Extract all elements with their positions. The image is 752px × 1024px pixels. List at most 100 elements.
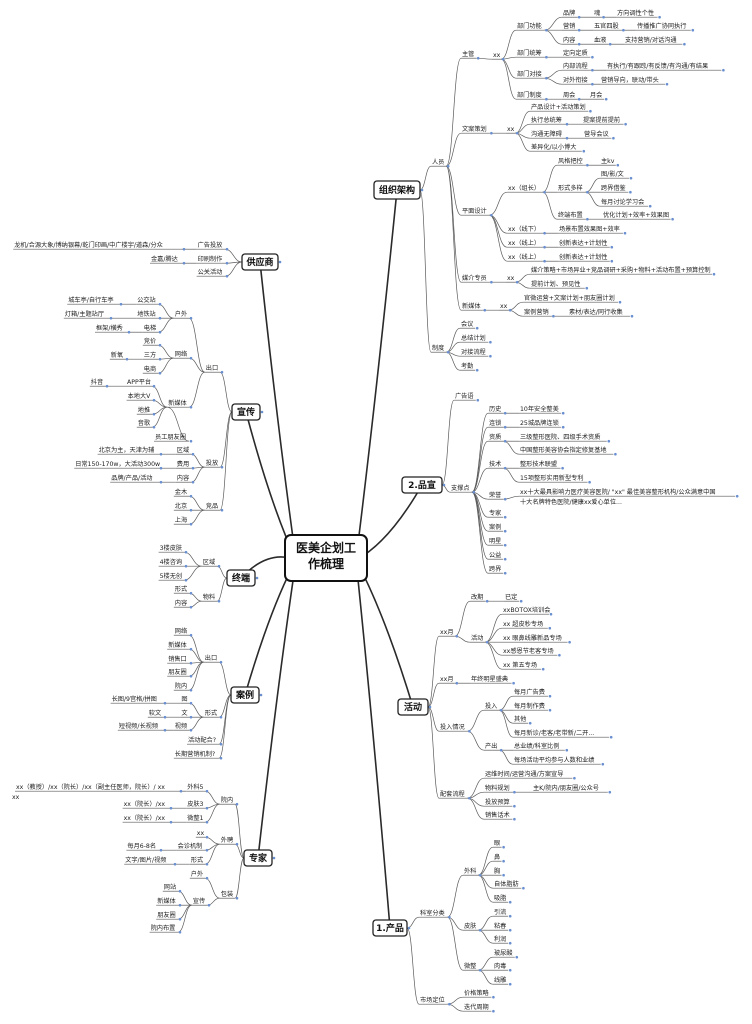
promo-branch-box[interactable] (231, 403, 261, 421)
connector-dot (513, 804, 516, 808)
connector-dot (490, 213, 493, 217)
connector-dot (602, 15, 605, 19)
a-in3-label: 其他 (514, 715, 526, 723)
connector-dot (446, 164, 450, 168)
s-ad-v-label: 龙机/合源大象/博纳银幕/乾门印画/中广楼宇/道森/分众 (14, 241, 163, 249)
e-micro-v-label: xx（院长）/xx (124, 814, 166, 822)
connector-dot (173, 862, 177, 866)
b-tech-label: 技术 (489, 460, 501, 468)
connector-dot (255, 576, 259, 580)
b-cross-label: 跨界 (489, 565, 501, 573)
connector-dot (163, 715, 167, 719)
connector-dot (163, 728, 167, 732)
connector-dot (158, 330, 162, 334)
connector-dot (502, 859, 505, 863)
connector-dot (159, 452, 163, 456)
promo-branch-label: 宣传 (237, 406, 255, 418)
c-e1-label: 网络 (175, 627, 187, 635)
connector-dot (485, 640, 489, 644)
connector-dot (476, 56, 480, 60)
connector-dot (503, 543, 507, 547)
connector-dot (589, 109, 592, 113)
connector-dot (178, 917, 182, 921)
connector-dot (483, 308, 487, 312)
c-act-label: 活动配合? (188, 736, 216, 744)
o-on2-v-label: 创新表达+计划性 (559, 253, 608, 261)
b-honor2-label: 十大名牌特色医院/健康xx爱心单位... (520, 498, 622, 506)
org-branch-box[interactable] (373, 180, 421, 200)
case-branch-box[interactable] (230, 686, 260, 704)
product-branch-label: 1.产品 (376, 922, 404, 934)
connector-dot (508, 900, 512, 904)
o-s2-label: 总结计划 (461, 334, 486, 342)
p-o1-label: 城车亭/自行车亭 (68, 296, 113, 304)
terminal-branch-box[interactable] (226, 569, 256, 587)
connector-dot (476, 398, 480, 402)
connector-dot (499, 708, 503, 712)
connector-dot (152, 425, 156, 429)
connector-dot (219, 715, 223, 719)
b-chain-v-label: 25城品牌连锁 (520, 419, 559, 427)
b-tech2-label: 15项整形实用新型专利 (520, 474, 584, 482)
e-hire-xx-label: xx (197, 830, 205, 837)
product-branch-box[interactable] (372, 919, 408, 937)
o-brand-label: 品牌 (563, 9, 575, 17)
expert-branch-box[interactable] (243, 849, 273, 867)
b-pub-label: 公益 (489, 551, 501, 559)
a-in-label: 投入 (485, 702, 497, 710)
connector-dot (558, 653, 561, 657)
connector-dot (225, 274, 229, 278)
connector-dot (235, 842, 239, 846)
o-lead-label: xx（组长） (508, 184, 540, 192)
connector-dot (548, 694, 552, 698)
pr-surg-label: 外科 (464, 867, 476, 875)
connector-dot (604, 97, 608, 101)
connector-dot (109, 316, 113, 320)
connector-dot (225, 247, 229, 251)
a-out-label: 产出 (485, 742, 497, 750)
b-expert-label: 专家 (489, 509, 501, 517)
connector-dot (220, 465, 224, 469)
connector-dot (205, 806, 209, 810)
connector-dot (475, 368, 479, 372)
t-m1-label: 形式 (175, 585, 187, 593)
connector-dot (455, 634, 459, 638)
connector-dot (179, 789, 183, 793)
connector-dot (159, 848, 163, 852)
brand-branch-box[interactable] (401, 476, 443, 494)
o-newmedia-label: 新媒体 (462, 302, 481, 310)
connector-dot (618, 300, 622, 304)
connector-dot (219, 660, 223, 664)
connector-dot (577, 97, 581, 101)
connector-dot (614, 452, 617, 456)
a-fest-label: 改期 (471, 593, 483, 601)
e-form-label: 形式 (191, 856, 203, 864)
e-mech-v-label: 每月6-8名 (127, 842, 156, 850)
o-mkt-label: 营销 (563, 22, 575, 30)
e-pk1-label: 网站 (164, 883, 176, 891)
central-topic[interactable] (284, 534, 368, 582)
connector-dot (502, 873, 505, 877)
p-g1-label: 金木 (175, 488, 187, 496)
connector-dot (610, 259, 614, 263)
connector-dot (503, 439, 507, 443)
supplier-branch-box[interactable] (241, 253, 279, 271)
connector-dot (442, 483, 446, 487)
c-txt-label: 文 (181, 709, 187, 717)
connector-dot (629, 190, 632, 194)
connector-dot (189, 405, 193, 409)
a-f2-v-label: 主K/院内/朋友圈/公众号 (533, 784, 599, 792)
activity-branch-box[interactable] (397, 698, 429, 716)
b-hist-v-label: 10年安全整美 (520, 405, 559, 413)
e-hire-label: 外聘 (221, 836, 233, 844)
connector-dot (648, 204, 652, 208)
t-region-label: 区域 (203, 558, 215, 566)
c-e3-label: 销售口 (168, 655, 187, 663)
p-goods-label: 竞品 (206, 502, 218, 510)
o-s4-label: 考勤 (461, 362, 473, 370)
a-done-label: 已定 (505, 593, 517, 601)
connector-dot (582, 149, 586, 153)
connector-dot (259, 693, 263, 697)
connector-dot (407, 926, 411, 930)
o-pos-label: 定向定质 (563, 49, 588, 57)
